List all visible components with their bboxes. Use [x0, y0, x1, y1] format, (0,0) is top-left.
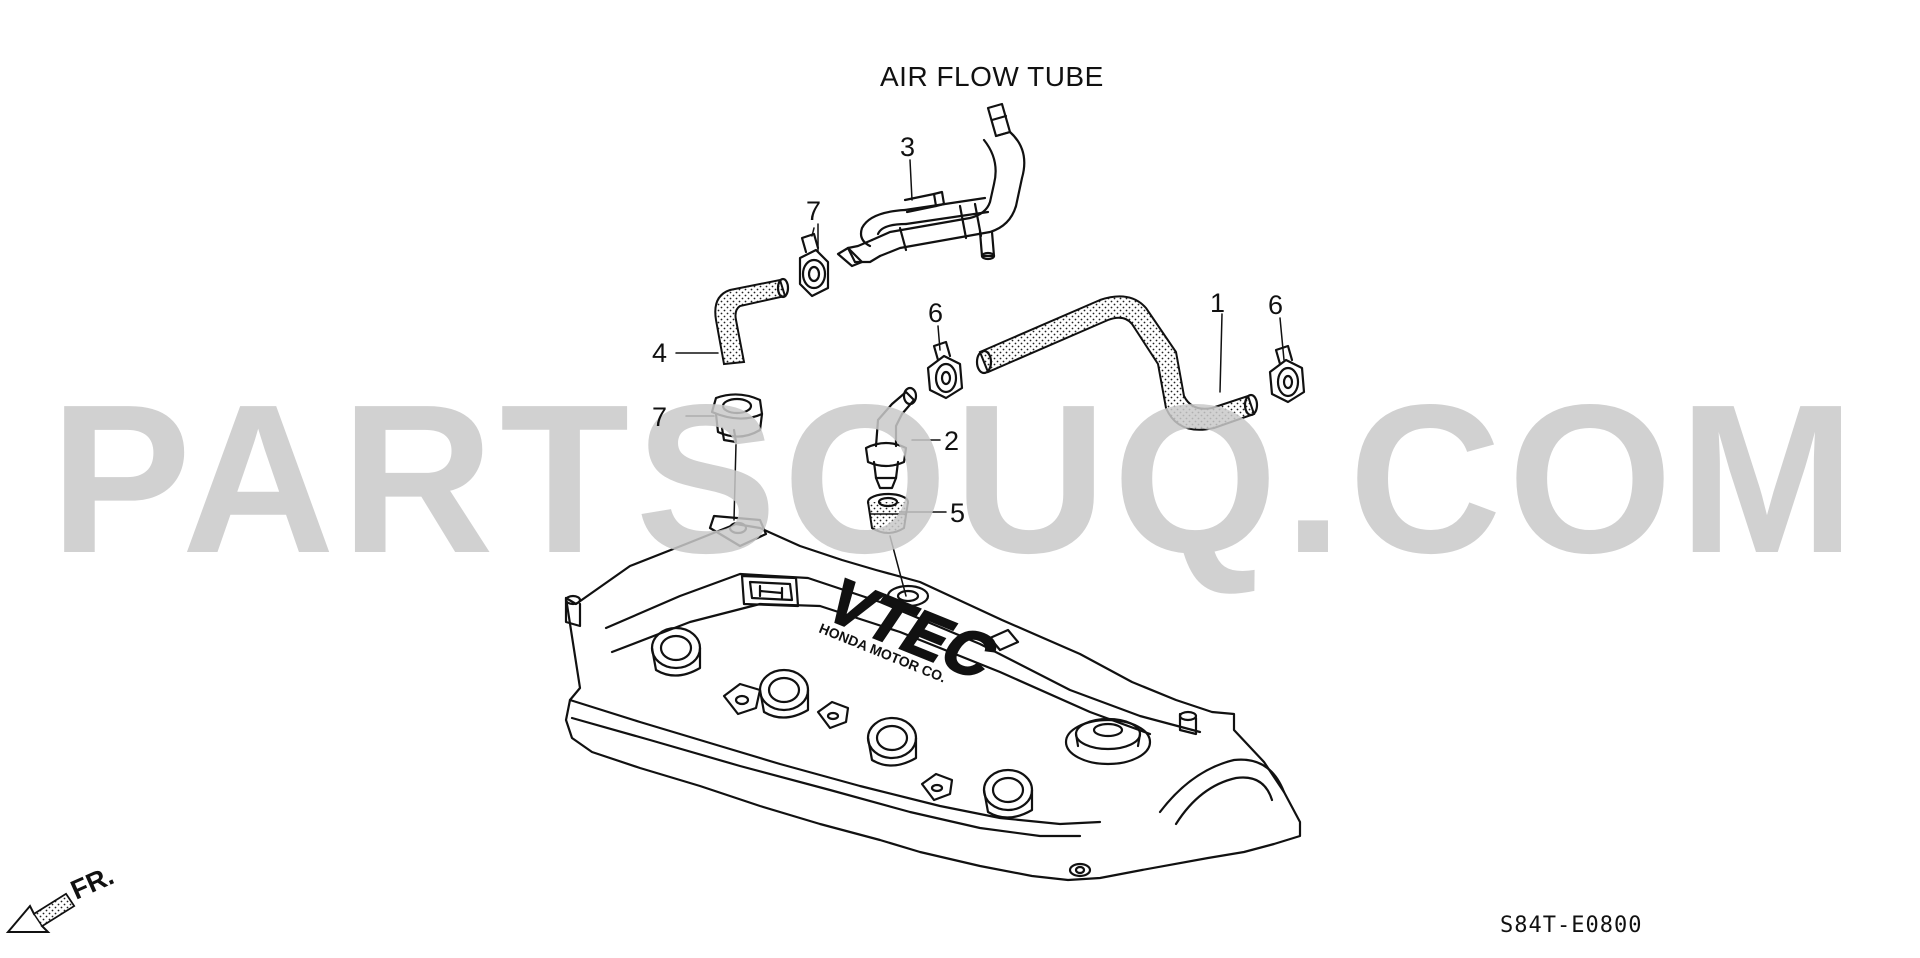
- callout-label-6-right[interactable]: 6: [1268, 290, 1283, 320]
- callout-label-7-lower[interactable]: 7: [652, 402, 667, 432]
- callout-label-1[interactable]: 1: [1210, 288, 1225, 318]
- watermark: PARTSOUQ.COM: [50, 360, 1861, 597]
- callout-label-4[interactable]: 4: [652, 338, 667, 368]
- hose-1-part[interactable]: [975, 295, 1259, 431]
- front-direction-label: FR.: [66, 860, 118, 905]
- hose-clamp-6-left[interactable]: [926, 340, 964, 400]
- hose-clamp-7-lower[interactable]: [710, 393, 764, 444]
- leader-lines: [675, 159, 1285, 597]
- diagram-title: AIR FLOW TUBE: [880, 61, 1104, 92]
- hose-clamp-6-right[interactable]: [1268, 344, 1306, 404]
- hose-clamp-7-upper[interactable]: [798, 227, 830, 298]
- callout-label-5[interactable]: 5: [950, 498, 965, 528]
- drawing-code: S84T-E0800: [1500, 913, 1642, 938]
- air-flow-tube-part[interactable]: [836, 102, 1026, 268]
- callout-label-3[interactable]: 3: [900, 132, 915, 162]
- valve-cover-part[interactable]: [564, 514, 1302, 882]
- spark-plug-well-2: [758, 668, 810, 719]
- hose-4-part[interactable]: [714, 277, 790, 366]
- spark-plug-well-1: [650, 626, 702, 677]
- callout-label-2[interactable]: 2: [944, 426, 959, 456]
- callout-label-6-left[interactable]: 6: [928, 298, 943, 328]
- callout-label-7-upper[interactable]: 7: [806, 196, 821, 226]
- grommet-part[interactable]: [866, 492, 910, 534]
- pcv-valve-part[interactable]: [864, 386, 918, 490]
- honda-badge: [740, 574, 800, 608]
- spark-plug-well-3: [866, 716, 918, 767]
- front-direction-arrow: [5, 892, 76, 933]
- spark-plug-well-4: [982, 768, 1034, 819]
